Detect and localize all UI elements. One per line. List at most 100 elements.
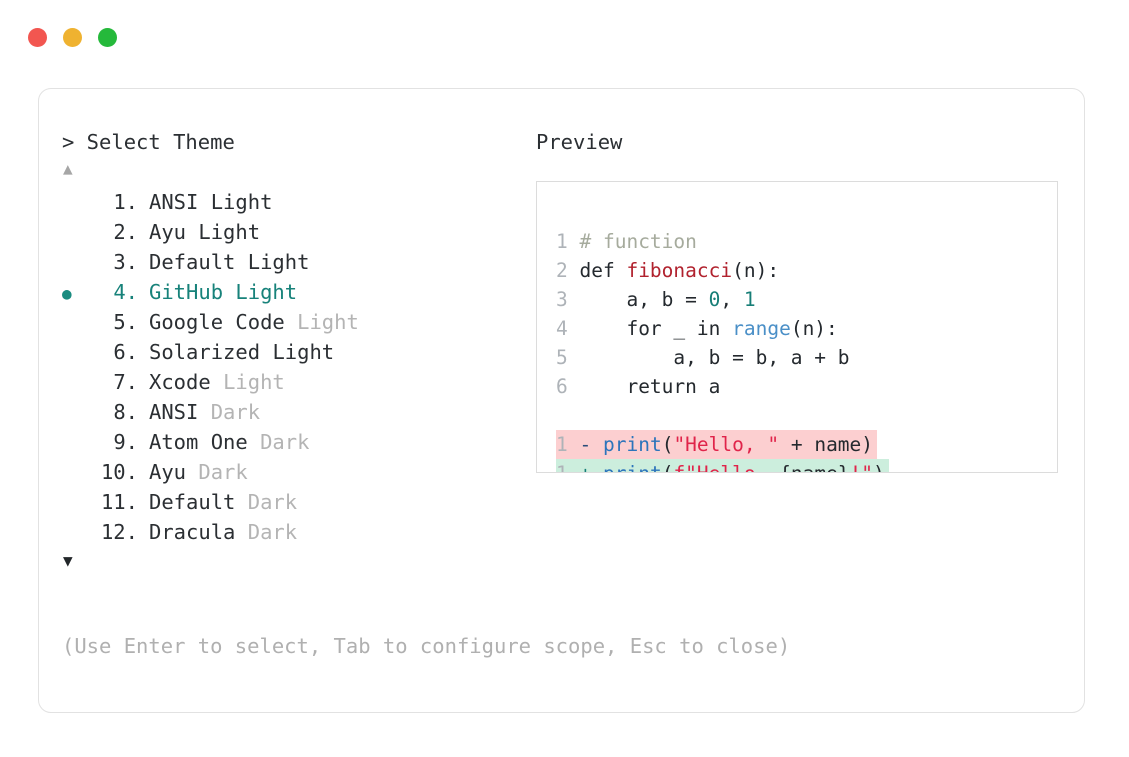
close-window-button[interactable] — [28, 28, 47, 47]
theme-item-name: Atom One — [149, 430, 248, 454]
theme-item-name: Google Code — [149, 310, 285, 334]
theme-item-variant: Dark — [247, 520, 298, 544]
code-token: a, b = b, a + b — [567, 346, 850, 369]
line-number: 5 — [556, 346, 568, 369]
theme-item-number: 11. — [100, 490, 138, 514]
diff-added-line: 1 + print(f"Hello, {name}!") — [556, 459, 889, 472]
theme-list-item[interactable]: ●4.GitHub Light — [62, 277, 532, 307]
theme-item-variant: Light — [272, 340, 335, 364]
theme-list-item[interactable]: 3.Default Light — [62, 247, 532, 277]
theme-item-variant: Dark — [260, 430, 310, 454]
theme-item-number: 7. — [113, 370, 138, 394]
theme-list-item[interactable]: 7. Xcode Light — [62, 367, 532, 397]
theme-list-item[interactable]: 8.ANSI Dark — [62, 397, 532, 427]
code-line: 4 for _ in range(n): — [537, 314, 1057, 343]
code-line: 5 a, b = b, a + b — [537, 343, 1057, 372]
code-token: ( — [662, 462, 674, 472]
theme-item-number: 9. — [113, 430, 138, 454]
theme-item-variant: Light — [247, 250, 310, 274]
theme-item-name: ANSI — [149, 190, 199, 214]
theme-item-name: Dracula — [149, 520, 236, 544]
code-token: fibonacci — [626, 259, 733, 282]
theme-selector-column: > Select Theme ▲ 1.ANSI Light 2. Ayu Light… — [62, 129, 532, 575]
theme-list-item[interactable]: 10.Ayu Dark — [62, 457, 532, 487]
theme-picker-panel: > Select Theme ▲ 1.ANSI Light 2. Ayu Light… — [38, 88, 1085, 713]
code-token: f"Hello, — [673, 462, 779, 472]
diff-line-wrapper: 1 + print(f"Hello, {name}!") — [537, 459, 1057, 472]
theme-list-item[interactable]: 12. Dracula Dark — [62, 517, 532, 547]
code-token: def — [567, 259, 627, 282]
maximize-window-button[interactable] — [98, 28, 117, 47]
theme-item-space — [186, 457, 198, 487]
theme-item-variant: Dark — [198, 460, 248, 484]
code-token: print — [603, 462, 662, 472]
theme-item-space — [235, 487, 247, 517]
code-token: return a — [567, 375, 721, 398]
preview-label: Preview — [536, 130, 623, 154]
code-token: for _ in — [567, 317, 733, 340]
theme-item-variant: Light — [297, 310, 359, 334]
code-token: + name) — [779, 433, 874, 456]
theme-item-name: Ayu — [149, 220, 187, 244]
theme-item-variant: Light — [198, 220, 261, 244]
keyboard-hint-text: (Use Enter to select, Tab to configure s… — [62, 634, 791, 658]
theme-item-name: Solarized — [149, 340, 261, 364]
theme-item-name: Xcode — [149, 370, 211, 394]
theme-item-number: 12. — [100, 520, 138, 544]
select-theme-prompt: > Select Theme — [62, 130, 235, 154]
code-token: 1 — [743, 288, 756, 311]
theme-item-name: Default — [149, 490, 236, 514]
line-number: 1 — [556, 433, 568, 456]
code-token: - — [567, 433, 603, 456]
theme-item-space — [211, 367, 223, 397]
line-number: 1 — [556, 462, 568, 472]
theme-item-space — [248, 427, 260, 457]
theme-item-name: ANSI — [149, 400, 199, 424]
code-token: (n): — [790, 317, 838, 340]
diff-removed-line: 1 - print("Hello, " + name) — [556, 430, 878, 459]
code-line: 1 # function — [537, 227, 1057, 256]
theme-list-item[interactable]: 1.ANSI Light — [62, 187, 532, 217]
theme-item-name: GitHub — [149, 280, 224, 304]
line-number: 6 — [556, 375, 568, 398]
theme-item-number: 3. — [113, 250, 138, 274]
selected-bullet-icon: ● — [62, 284, 72, 303]
theme-item-variant: Light — [210, 190, 273, 214]
code-token: a, b = — [567, 288, 709, 311]
theme-item-space — [198, 397, 210, 427]
scroll-up-arrow-icon[interactable]: ▲ — [63, 159, 73, 178]
code-token: range — [732, 317, 791, 340]
theme-item-number: 2. — [113, 220, 138, 244]
code-token: "Hello, " — [673, 433, 780, 456]
theme-item-number: 6. — [113, 340, 138, 364]
code-line: 3 a, b = 0, 1 — [537, 285, 1057, 314]
line-number: 2 — [556, 259, 568, 282]
minimize-window-button[interactable] — [63, 28, 82, 47]
theme-list-item[interactable]: 9. Atom One Dark — [62, 427, 532, 457]
code-token: ( — [661, 433, 674, 456]
code-token: # function — [567, 230, 697, 253]
diff-line-wrapper: 1 - print("Hello, " + name) — [537, 430, 1057, 459]
theme-list-item[interactable]: 5. Google Code Light — [62, 307, 532, 337]
code-token: 0 — [708, 288, 721, 311]
theme-item-name: Ayu — [149, 460, 187, 484]
code-line: 2 def fibonacci(n): — [537, 256, 1057, 285]
line-number: 3 — [556, 288, 568, 311]
code-token: + — [568, 462, 603, 472]
theme-item-number: 5. — [113, 310, 138, 334]
theme-list-item[interactable]: 6. Solarized Light — [62, 337, 532, 367]
code-token: , — [720, 288, 744, 311]
theme-item-variant: Light — [223, 370, 285, 394]
code-token: !" — [850, 462, 873, 472]
theme-list-item[interactable]: 2. Ayu Light — [62, 217, 532, 247]
theme-item-space — [260, 337, 272, 367]
theme-list-item[interactable]: 11.Default Dark — [62, 487, 532, 517]
code-token: print — [602, 433, 662, 456]
scroll-down-arrow-icon[interactable]: ▼ — [63, 551, 73, 570]
window-traffic-lights — [28, 28, 117, 47]
code-line: 6 return a — [537, 372, 1057, 401]
